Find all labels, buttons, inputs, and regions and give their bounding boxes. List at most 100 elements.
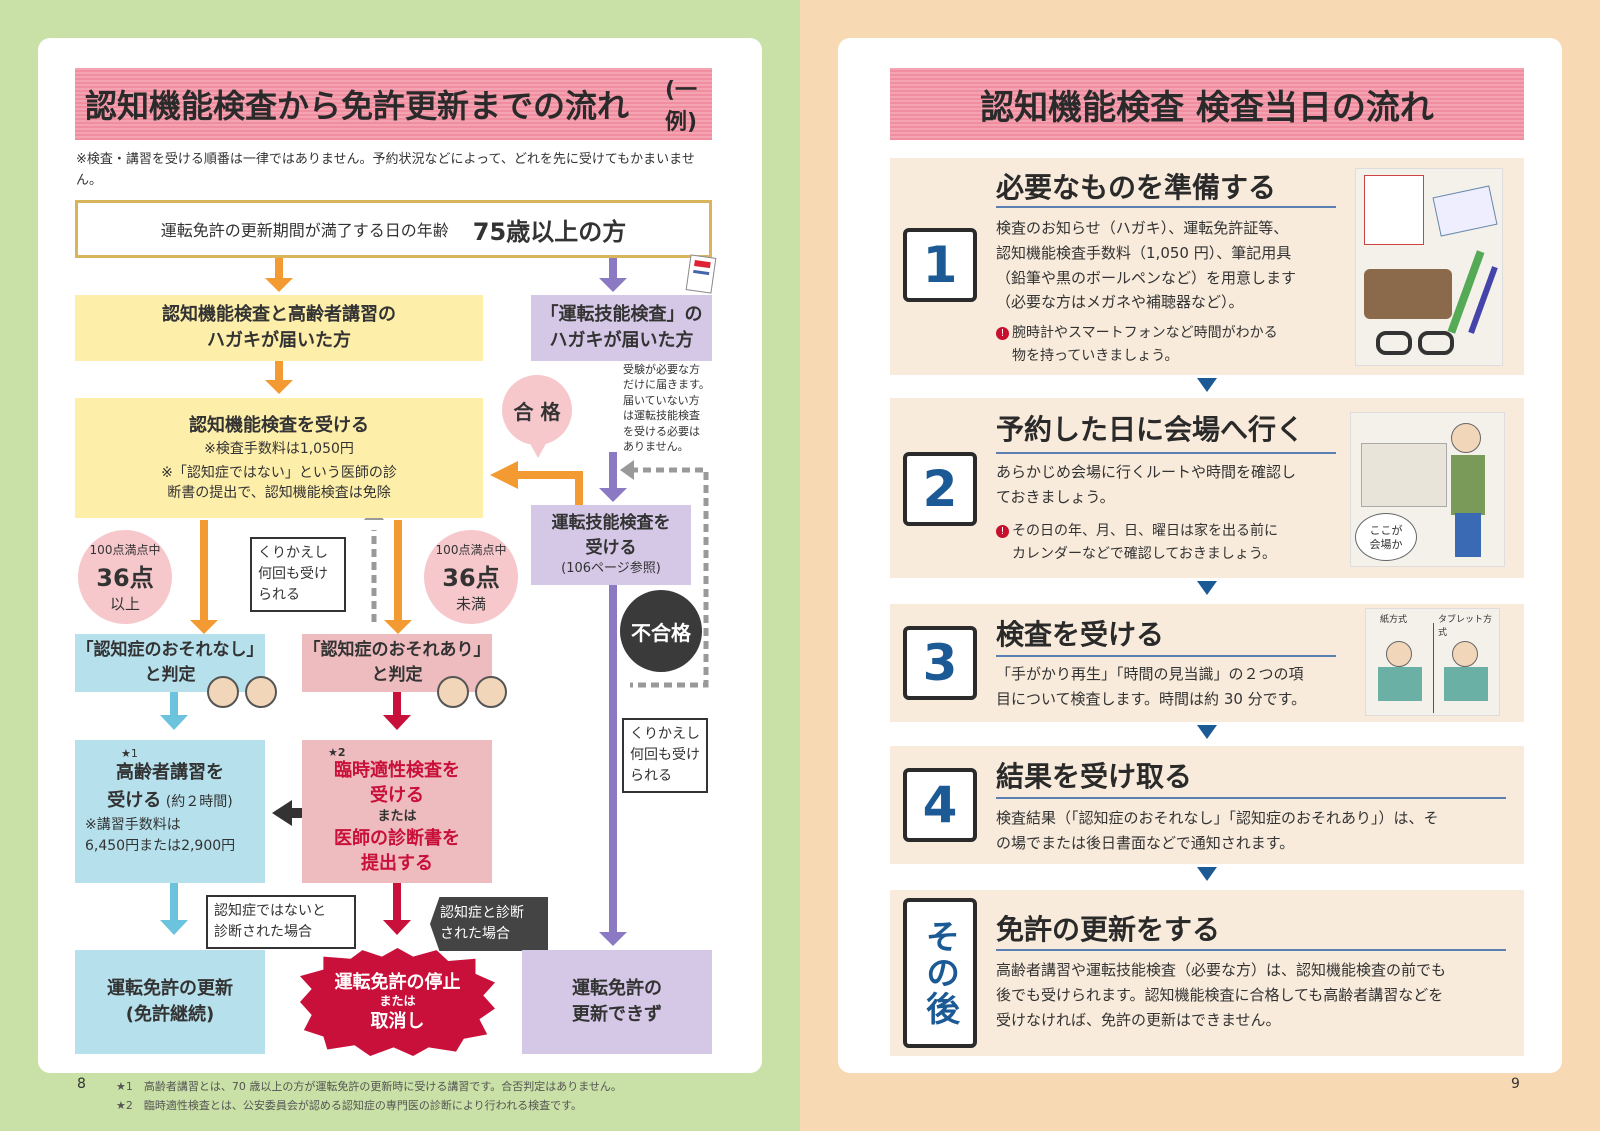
step-4-text-line: 検査結果（「認知症のおそれなし」「認知症のおそれあり」）は、そ	[996, 809, 1439, 827]
renew-line2: (免許継続)	[125, 1004, 215, 1025]
step-2-title: 予約した日に会場へ行く	[996, 413, 1305, 446]
step-2-note-line: その日の年、月、日、曜日は家を出る前に	[1012, 523, 1278, 539]
step-4-text-line: の場でまたは後日書面などで通知されます。	[996, 833, 1295, 852]
speech-bubble-line: 会場か	[1369, 538, 1403, 552]
hagaki-b-note-line: 届いていない方	[623, 393, 700, 407]
right-page-number: 9	[1511, 1076, 1520, 1092]
step-4-underline	[996, 797, 1506, 799]
risk-line2: と判定	[371, 665, 423, 685]
step-3-number: 3	[903, 626, 977, 700]
step-1-underline	[996, 206, 1336, 208]
temp-star: ★2	[328, 745, 346, 759]
lecture-fee1: ※講習手数料は	[85, 816, 181, 833]
step-after	[890, 890, 1524, 1056]
score-high-circle: 100点満点中 36点 以上	[78, 530, 172, 624]
warning-icon: !	[996, 327, 1009, 340]
step-1-note-line: 物を持っていきましょう。	[1012, 348, 1179, 365]
repeat-callout-line: られる	[630, 768, 672, 784]
step-arrow-3	[1197, 725, 1217, 739]
hagaki-b-note: 受験が必要な方 だけに届きます。 届いていない方 は運転技能検査 を受ける必要は…	[623, 362, 710, 454]
hagaki-a-line1: 認知機能検査と高齢者講習の	[162, 303, 396, 325]
step-arrow-2	[1197, 581, 1217, 595]
step-2-note: !その日の年、月、日、曜日は家を出る前に カレンダーなどで確認しておきましょう。	[996, 520, 1278, 566]
step-1-text-line: （必要な方はメガネや補聴器など）。	[996, 293, 1244, 312]
step-2-text-line: あらかじめ会場に行くルートや時間を確認し	[996, 463, 1297, 481]
step-after-title: 免許の更新をする	[996, 913, 1221, 946]
skill-test-box: 運転技能検査を 受ける (106ページ参照)	[531, 505, 691, 585]
left-title-bar: 認知機能検査から免許更新までの流れ (一例)	[75, 68, 712, 140]
test-box-title: 認知機能検査を受ける	[189, 414, 369, 436]
venue-illustration: ここが 会場か	[1350, 412, 1505, 567]
step-1-note: !腕時計やスマートフォンなど時間がわかる 物を持っていきましょう。	[996, 322, 1278, 368]
temp-test-box: ★2 臨時適性検査を 受ける または 医師の診断書を 提出する	[302, 740, 492, 883]
temp-line2: 受ける	[370, 784, 424, 806]
test-illustration: 紙方式 タブレット方式	[1365, 608, 1500, 716]
score-high-top: 100点満点中	[89, 542, 161, 557]
items-illustration	[1355, 168, 1503, 366]
step-3-text-line: 「手がかり再生」「時間の見当識」の２つの項	[996, 665, 1304, 683]
step-after-label: その後	[903, 898, 977, 1048]
repeat-callout-line: られる	[258, 587, 300, 603]
step-2-note-line: カレンダーなどで確認しておきましょう。	[1012, 546, 1277, 563]
stop-line2: 取消し	[370, 1010, 425, 1032]
lecture-box: ★1 高齢者講習を 受ける (約２時間) ※講習手数料は 6,450円または2,…	[75, 740, 265, 883]
renew-box: 運転免許の更新 (免許継続)	[75, 950, 265, 1054]
flow-arrows	[160, 258, 709, 946]
not-dementia-line: 診断された場合	[214, 924, 312, 940]
score-low-bottom: 未満	[455, 594, 486, 613]
repeat-callout-line: 何回も受け	[630, 747, 700, 763]
test-box-note1: ※「認知症ではない」という医師の診	[161, 464, 397, 481]
stop-burst: 運転免許の停止 または 取消し	[300, 948, 495, 1056]
temp-line4: 提出する	[361, 853, 433, 875]
right-title-bar: 認知機能検査 検査当日の流れ	[890, 68, 1524, 140]
dementia-line: 認知症と診断	[440, 905, 524, 921]
speech-bubble: ここが 会場か	[1355, 513, 1417, 561]
lecture-line1: 高齢者講習を	[116, 762, 224, 783]
left-page-title: 認知機能検査から免許更新までの流れ	[85, 87, 630, 125]
not-dementia-callout: 認知症ではないと 診断された場合	[206, 895, 356, 949]
test-box-note2: 断書の提出で、認知機能検査は免除	[167, 485, 391, 502]
step-1-note-line: 腕時計やスマートフォンなど時間がわかる	[1012, 325, 1278, 341]
hagaki-b-note-line: 受験が必要な方	[623, 363, 700, 376]
step-3-title: 検査を受ける	[996, 618, 1165, 651]
risk-line1: 「認知症のおそれあり」	[303, 640, 491, 661]
cannot-line2: 更新できず	[572, 1004, 662, 1025]
step-2-number: 2	[903, 452, 977, 526]
cognitive-test-box: 認知機能検査を受ける ※検査手数料は1,050円 ※「認知症ではない」という医師…	[75, 398, 483, 518]
footnote-2: ★2 臨時適性検査とは、公安委員会が認める認知症の専門医の診断により行われる検査…	[116, 1099, 582, 1112]
score-low-score: 36点	[442, 563, 500, 592]
step-1-title: 必要なものを準備する	[996, 171, 1277, 204]
step-1-text-line: （鉛筆や黒のボールペンなど）を用意します	[996, 268, 1297, 287]
footnote-1: ★1 高齢者講習とは、70 歳以上の方が運転免許の更新時に受ける講習です。合否判…	[116, 1080, 622, 1093]
step-arrow-4	[1197, 867, 1217, 881]
pass-bubble-tail	[528, 440, 548, 458]
step-4-text: 検査結果（「認知症のおそれなし」「認知症のおそれあり」）は、そ の場でまたは後日…	[996, 806, 1511, 856]
temp-or: または	[377, 808, 417, 824]
step-4	[890, 746, 1524, 864]
temp-line3: 医師の診断書を	[334, 828, 460, 850]
temp-line1: 臨時適性検査を	[334, 759, 460, 781]
paper-method-label: 紙方式	[1380, 615, 1408, 625]
repeat-callout-2: くりかえし 何回も受け られる	[622, 718, 708, 793]
step-1-text-line: 認知機能検査手数料（1,050 円）、筆記用具	[996, 243, 1292, 262]
pass-bubble: 合 格	[502, 375, 572, 445]
step-4-title: 結果を受け取る	[996, 760, 1193, 793]
score-high-score: 36点	[96, 563, 154, 592]
stop-or: または	[379, 994, 416, 1009]
pass-label: 合 格	[513, 399, 561, 424]
score-high-bottom: 以上	[109, 594, 140, 613]
repeat-callout-1: くりかえし 何回も受け られる	[250, 537, 346, 612]
step-after-underline	[996, 949, 1506, 951]
lecture-time: (約２時間)	[165, 793, 233, 810]
postcard-icon	[685, 254, 717, 294]
hagaki-b-note-line: だけに届きます。	[623, 378, 710, 392]
hagaki-b-note-line: ありません。	[623, 439, 689, 453]
score-low-circle: 100点満点中 36点 未満	[424, 530, 518, 624]
elderly-face-icon	[437, 676, 469, 708]
elderly-face-icon	[245, 676, 277, 708]
no-risk-line1: 「認知症のおそれなし」	[76, 640, 264, 661]
order-note: ※検査・講習を受ける順番は一律ではありません。予約状況などによって、どれを先に受…	[76, 152, 695, 188]
step-4-number: 4	[903, 768, 977, 842]
step-2-underline	[996, 452, 1336, 454]
lecture-line2-wrap: 受ける (約２時間)	[85, 787, 255, 815]
